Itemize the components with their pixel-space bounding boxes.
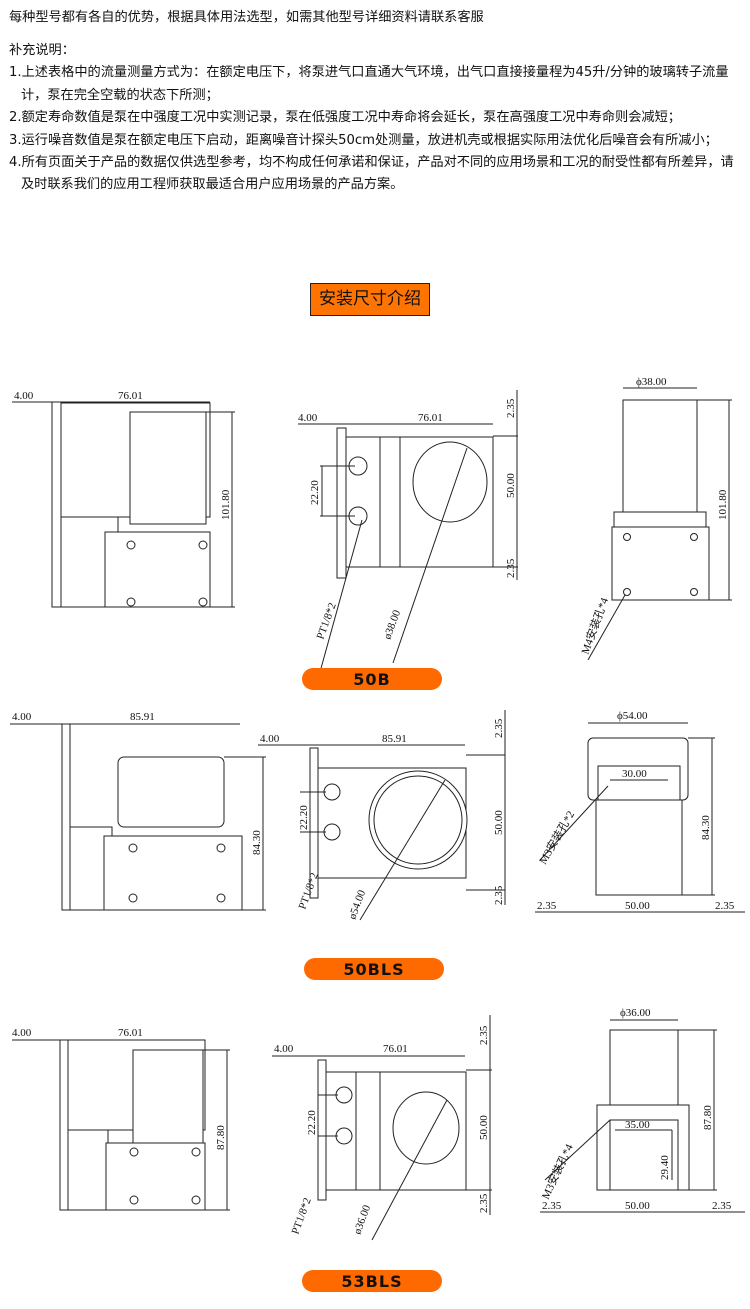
svg-text:50.00: 50.00 xyxy=(505,473,517,498)
svg-text:101.80: 101.80 xyxy=(717,489,729,520)
svg-text:76.01: 76.01 xyxy=(418,412,443,424)
svg-text:4.00: 4.00 xyxy=(12,1027,32,1039)
svg-text:2.35: 2.35 xyxy=(493,718,505,738)
svg-text:101.80: 101.80 xyxy=(220,489,232,520)
svg-text:2.35: 2.35 xyxy=(712,1200,732,1212)
svg-text:22.20: 22.20 xyxy=(306,1110,318,1135)
model-label-50b: 50B xyxy=(302,668,442,690)
drawing-50bls-front: 4.00 85.91 22.20 PT1/8*2 ø54.00 2.35 50.… xyxy=(258,710,506,921)
svg-text:M4安装孔*4: M4安装孔*4 xyxy=(578,595,612,656)
svg-text:50.00: 50.00 xyxy=(625,900,650,912)
svg-text:84.30: 84.30 xyxy=(251,830,263,855)
drawing-53bls-front: 4.00 76.01 22.20 PT1/8*2 ø36.00 2.35 50.… xyxy=(272,1015,492,1241)
svg-text:4.00: 4.00 xyxy=(274,1043,294,1055)
model-label-50bls: 50BLS xyxy=(304,958,444,980)
note-2: 2.额定寿命数值是泵在中强度工况中实测记录，泵在低强度工况中寿命将会延长，泵在高… xyxy=(9,110,681,126)
svg-text:4.00: 4.00 xyxy=(12,711,32,723)
svg-text:PT1/8*2: PT1/8*2 xyxy=(290,1196,314,1236)
svg-text:22.20: 22.20 xyxy=(309,480,321,505)
svg-text:87.80: 87.80 xyxy=(702,1105,714,1130)
note-1: 1.上述表格中的流量测量方式为：在额定电压下，将泵进气口直通大气环境，出气口直接… xyxy=(9,65,729,103)
notes-title: 补充说明： xyxy=(9,43,75,58)
svg-text:76.01: 76.01 xyxy=(118,390,143,402)
svg-text:4.00: 4.00 xyxy=(260,733,280,745)
svg-text:ϕ36.00: ϕ36.00 xyxy=(620,1007,651,1019)
svg-text:ϕ38.00: ϕ38.00 xyxy=(636,376,667,388)
svg-text:50.00: 50.00 xyxy=(625,1200,650,1212)
svg-text:30.00: 30.00 xyxy=(622,768,647,780)
drawing-53bls-end: ϕ36.00 35.00 29.40 87.80 M3安装孔*4 2.35 50… xyxy=(538,1007,745,1213)
svg-text:ø38.00: ø38.00 xyxy=(382,608,404,641)
intro-text: 每种型号都有各自的优势，根据具体用法选型，如需其他型号详细资料请联系客服 xyxy=(9,10,484,25)
drawing-50bls-side: 4.00 85.91 84.30 xyxy=(10,711,266,911)
svg-text:76.01: 76.01 xyxy=(383,1043,408,1055)
model-label-53bls: 53BLS xyxy=(302,1270,442,1292)
svg-text:85.91: 85.91 xyxy=(382,733,407,745)
svg-text:50.00: 50.00 xyxy=(478,1115,490,1140)
drawing-50b-front: 4.00 76.01 22.20 PT1/8*2 ø38.00 2.35 50.… xyxy=(298,390,518,673)
svg-text:76.01: 76.01 xyxy=(118,1027,143,1039)
svg-text:M3安装孔*2: M3安装孔*2 xyxy=(535,808,577,866)
svg-text:M3安装孔*4: M3安装孔*4 xyxy=(538,1141,576,1201)
svg-text:22.20: 22.20 xyxy=(298,805,310,830)
svg-text:2.35: 2.35 xyxy=(542,1200,562,1212)
svg-text:2.35: 2.35 xyxy=(493,885,505,905)
drawing-50b-side: 4.00 76.01 101.80 xyxy=(12,390,235,608)
svg-text:85.91: 85.91 xyxy=(130,711,155,723)
svg-text:29.40: 29.40 xyxy=(659,1155,671,1180)
supplementary-notes: 补充说明： 1.上述表格中的流量测量方式为：在额定电压下，将泵进气口直通大气环境… xyxy=(9,40,744,197)
drawing-50bls-end: ϕ54.00 30.00 84.30 M3安装孔*2 2.35 50.00 2.… xyxy=(535,710,745,913)
svg-text:PT1/8*2: PT1/8*2 xyxy=(315,601,339,641)
note-3: 3.运行噪音数值是泵在额定电压下启动，距离噪音计探头50cm处测量，放进机壳或根… xyxy=(9,132,718,148)
svg-text:ø54.00: ø54.00 xyxy=(347,888,369,921)
svg-text:84.30: 84.30 xyxy=(700,815,712,840)
svg-text:2.35: 2.35 xyxy=(715,900,735,912)
svg-text:4.00: 4.00 xyxy=(298,412,318,424)
svg-text:87.80: 87.80 xyxy=(215,1125,227,1150)
drawing-53bls-side: 4.00 76.01 87.80 xyxy=(12,1027,230,1211)
svg-text:4.00: 4.00 xyxy=(14,390,34,402)
svg-text:2.35: 2.35 xyxy=(505,398,517,418)
svg-text:ϕ54.00: ϕ54.00 xyxy=(617,710,648,722)
svg-text:35.00: 35.00 xyxy=(625,1119,650,1131)
note-4: 4.所有页面关于产品的数据仅供选型参考，均不构成任何承诺和保证，产品对不同的应用… xyxy=(9,155,734,193)
svg-text:ø36.00: ø36.00 xyxy=(352,1203,374,1236)
svg-text:2.35: 2.35 xyxy=(478,1193,490,1213)
section-header: 安装尺寸介绍 xyxy=(310,283,430,316)
drawing-50b-end: ϕ38.00 101.80 M4安装孔*4 xyxy=(578,376,732,661)
svg-text:50.00: 50.00 xyxy=(493,810,505,835)
svg-text:2.35: 2.35 xyxy=(478,1025,490,1045)
svg-text:2.35: 2.35 xyxy=(505,558,517,578)
svg-text:2.35: 2.35 xyxy=(537,900,557,912)
